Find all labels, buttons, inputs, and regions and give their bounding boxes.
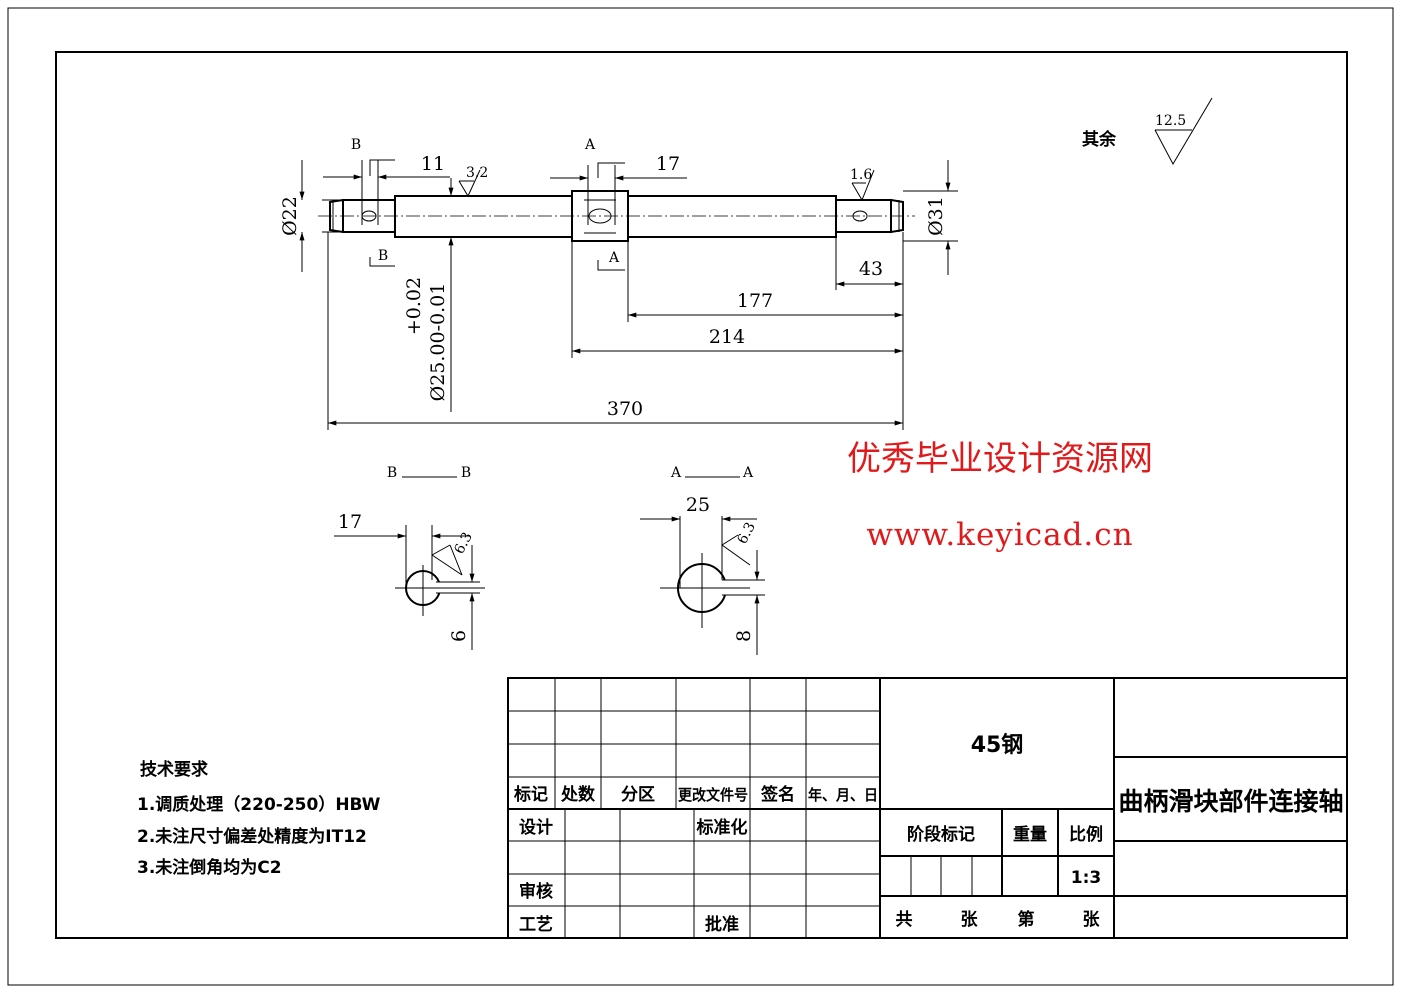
label-design: 设计: [519, 817, 553, 838]
section-b-depth: 6: [448, 630, 470, 642]
label-standardize: 标准化: [697, 817, 748, 838]
tech-requirement-3: 3.未注倒角均为C2: [137, 857, 282, 878]
section-a-title-left: A: [670, 465, 682, 481]
section-a-view: [640, 476, 765, 655]
roughness-12-5: 12.5: [1155, 113, 1186, 129]
outer-frame: [7, 7, 1394, 986]
section-a-title-right: A: [742, 465, 754, 481]
section-mark-b: B: [351, 137, 361, 153]
shaft-main-view: [318, 190, 915, 242]
dim-11: 11: [421, 153, 445, 175]
title-block-grid: [507, 677, 1348, 939]
section-b-title-right: B: [461, 465, 471, 481]
label-weight: 重量: [1013, 824, 1047, 845]
label-sheets-2: 张: [1083, 910, 1101, 930]
scale-value: 1:3: [1071, 868, 1101, 888]
section-a-depth: 8: [733, 630, 755, 642]
label-stage-mark: 阶段标记: [907, 824, 975, 845]
part-name: 曲柄滑块部件连接轴: [1118, 787, 1343, 816]
tech-requirement-1: 1.调质处理（220-250）HBW: [137, 794, 381, 815]
dim-370: 370: [607, 398, 643, 420]
roughness-1-6: 1.6: [850, 167, 872, 183]
other-surfaces-label: 其余: [1082, 129, 1117, 150]
label-scale: 比例: [1069, 824, 1103, 845]
header-mark: 标记: [514, 784, 548, 805]
label-process: 工艺: [519, 914, 553, 935]
section-mark-a: A: [584, 137, 596, 153]
roughness-symbols: [458, 97, 1213, 202]
section-b-title-left: B: [387, 465, 397, 481]
dim-d31: Ø31: [925, 196, 947, 236]
dim-tol-upper: +0.02: [403, 277, 425, 335]
section-a-width: 25: [686, 494, 710, 516]
header-zone: 分区: [621, 785, 655, 805]
section-mark-a: A: [608, 250, 620, 266]
watermark-url: www.keyicad.cn: [866, 517, 1133, 553]
dim-214: 214: [709, 326, 745, 348]
header-signature: 签名: [760, 784, 795, 805]
header-count: 处数: [560, 784, 596, 805]
roughness-3-2: 3.2: [466, 165, 488, 181]
label-approve: 批准: [705, 914, 739, 935]
dim-d25: Ø25.00-0.01: [427, 283, 449, 402]
dimension-lines: [299, 159, 958, 430]
dim-d22: Ø22: [279, 196, 301, 236]
header-date: 年、月、日: [808, 786, 878, 804]
roughness-6-3-a: 6.3: [734, 520, 759, 547]
header-change-doc: 更改文件号: [678, 786, 748, 804]
label-sheets: 张: [961, 910, 979, 930]
section-b-width: 17: [338, 511, 362, 533]
tech-requirement-2: 2.未注尺寸偏差处精度为IT12: [137, 826, 367, 847]
dim-43: 43: [859, 258, 883, 280]
label-review: 审核: [519, 881, 553, 902]
dim-177: 177: [737, 290, 773, 312]
dim-17: 17: [656, 153, 680, 175]
watermark-title: 优秀毕业设计资源网: [847, 439, 1153, 479]
material: 45钢: [971, 732, 1024, 758]
label-sheet-no: 第: [1018, 909, 1035, 930]
section-mark-b: B: [378, 248, 388, 264]
label-total: 共: [896, 910, 913, 930]
section-b-view: [334, 476, 485, 650]
tech-requirements-title: 技术要求: [140, 759, 208, 780]
